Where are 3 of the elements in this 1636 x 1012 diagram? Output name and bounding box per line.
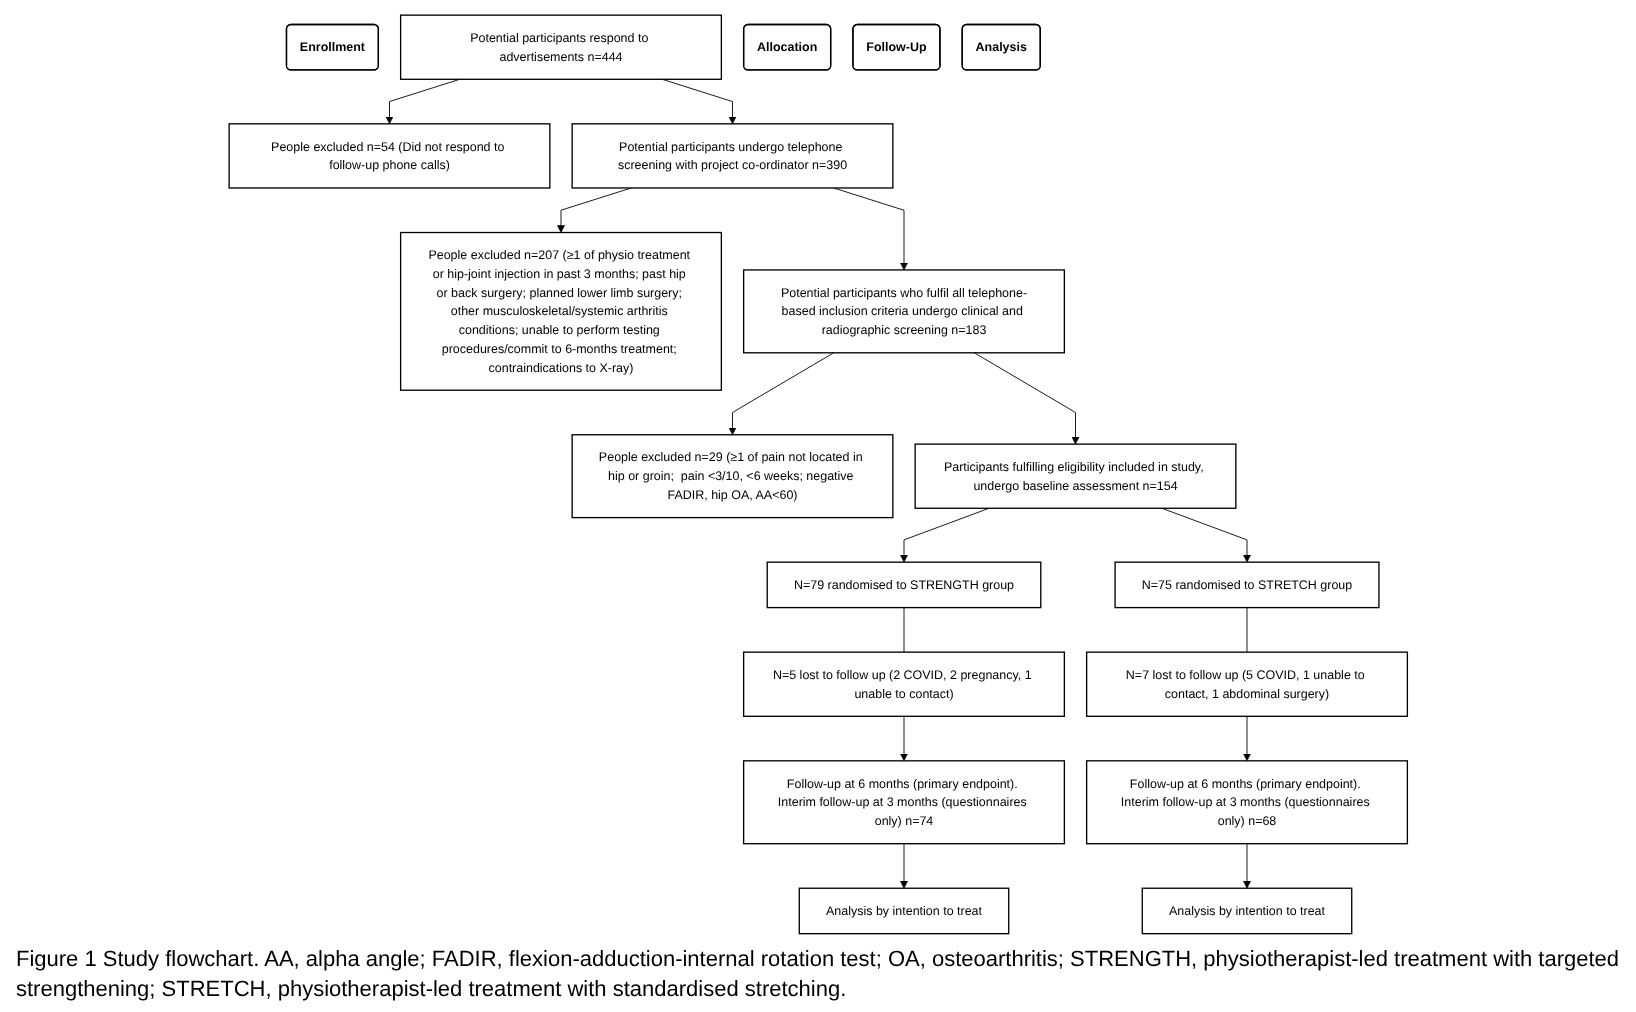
figure-caption: Figure 1 Study flowchart. AA, alpha angle; FADIR, flexion-adduction-internal rotation test; OA, osteoarthritis; STRENGTH, physiotherapist-led treatment with targeted strengthening; STRETCH, physiotherapist-led treatment with standardised stretching. [16,946,1620,1004]
connector [1246,607,1248,653]
connector [903,607,905,653]
